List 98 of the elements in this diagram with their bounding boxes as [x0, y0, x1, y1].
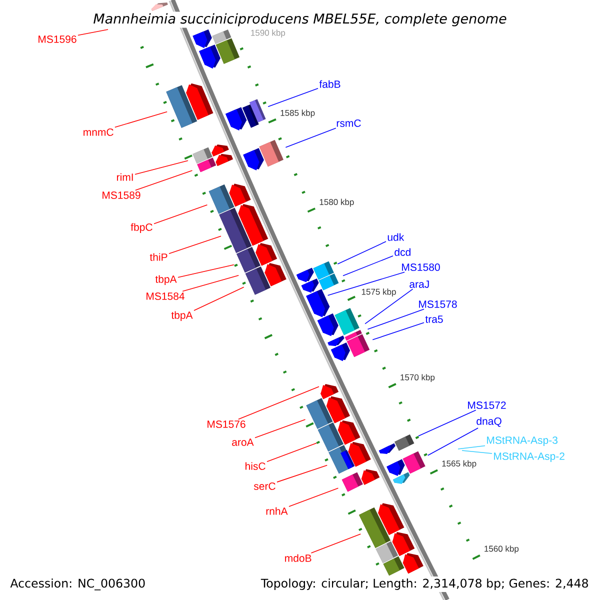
- leader-line: [288, 488, 339, 507]
- gene-block: [256, 243, 278, 266]
- leader-line: [427, 428, 478, 456]
- gene-block: [383, 556, 404, 576]
- gene-label: rsmC: [336, 119, 361, 127]
- gene-block: [229, 184, 251, 207]
- leader-line: [327, 272, 405, 296]
- leader-line: [182, 275, 240, 292]
- gene-block: [192, 29, 212, 48]
- gene-block: [328, 336, 344, 346]
- gene-block: [342, 472, 363, 492]
- leader-line: [135, 170, 193, 191]
- gene-block: [226, 107, 247, 130]
- gene-label: aroA: [232, 438, 254, 446]
- gene-block: [259, 140, 284, 167]
- gene-label: MStRNA-Asp-3: [487, 436, 558, 446]
- gene-block: [296, 268, 314, 282]
- leader-line: [254, 419, 306, 438]
- leader-line: [178, 264, 234, 278]
- gene-block: [378, 503, 404, 535]
- scale-label: 1585 kbp: [280, 110, 315, 118]
- scale-label: 1580 kbp: [320, 198, 354, 207]
- gene-block: [216, 154, 234, 166]
- leader-line: [168, 236, 222, 254]
- gene-block: [186, 83, 214, 120]
- title: Mannheimia succiniciproducens MBEL55E, complete genome: [92, 12, 508, 28]
- leader-line: [462, 450, 492, 454]
- gene-block: [338, 420, 360, 445]
- gene-block: [320, 384, 339, 400]
- scale-label: 1560 kbp: [484, 545, 519, 554]
- gene-block: [386, 459, 405, 476]
- scale-label: 1575 kbp: [362, 288, 396, 296]
- leader-line: [114, 111, 168, 128]
- gene-label: MS1596: [38, 35, 76, 43]
- gene-label: fabB: [319, 80, 340, 88]
- info-text: Accession: NC_006300: [10, 578, 145, 590]
- gene-label: tra5: [425, 316, 443, 323]
- leader-line: [266, 442, 317, 462]
- leader-line: [78, 29, 108, 36]
- gene-label: fbpC: [130, 223, 152, 233]
- gene-block: [361, 469, 380, 485]
- leader-line: [310, 534, 362, 554]
- gene-label: rimI: [117, 173, 133, 181]
- gene-label: tbpA: [155, 275, 177, 285]
- gene-label: MS1589: [102, 191, 140, 199]
- leader-line: [342, 255, 394, 276]
- gene-label: MS1580: [402, 263, 440, 271]
- leader-line: [285, 128, 336, 148]
- gene-label: udk: [388, 233, 404, 241]
- gene-label: MS1584: [146, 292, 184, 300]
- gene-block: [238, 204, 268, 246]
- gene-block: [151, 2, 168, 12]
- gene-block: [402, 451, 426, 474]
- gene-block: [392, 472, 410, 484]
- leader-line: [134, 160, 188, 175]
- gene-block: [392, 532, 415, 556]
- gene-block: [394, 434, 414, 451]
- gene-label: tbpA: [171, 311, 193, 321]
- gene-block: [348, 442, 371, 467]
- gene-label: hisC: [246, 462, 266, 470]
- scale-label: 1590 kbp: [251, 30, 286, 38]
- scale-label: 1570 kbp: [400, 374, 435, 382]
- leader-line: [337, 241, 386, 264]
- gene-block: [301, 278, 319, 293]
- gene-block: [264, 263, 286, 286]
- gene-block: [197, 158, 216, 172]
- gene-label: serC: [254, 482, 276, 490]
- leader-line: [268, 88, 318, 108]
- gene-block: [216, 38, 240, 64]
- scale-label: 1565 kbp: [442, 460, 476, 468]
- gene-block: [318, 274, 339, 290]
- gene-block: [378, 443, 396, 454]
- leader-line: [364, 288, 414, 324]
- gene-label: mdoB: [285, 554, 312, 562]
- gene-label: thiP: [150, 253, 168, 261]
- leader-line: [154, 204, 208, 224]
- gene-label: MS1572: [468, 401, 506, 409]
- leader-line: [458, 445, 486, 450]
- gene-block: [249, 99, 266, 122]
- gene-block: [334, 308, 360, 336]
- leader-line: [238, 386, 320, 420]
- leader-line: [367, 308, 424, 330]
- gene-block: [199, 44, 220, 69]
- gene-label: dcd: [394, 248, 410, 256]
- gene-label: MS1576: [208, 420, 246, 428]
- gene-block: [243, 148, 264, 170]
- gene-label: MStRNA-Asp-2: [494, 452, 564, 462]
- gene-label: araJ: [410, 280, 429, 288]
- gene-label: rnhA: [266, 507, 288, 515]
- gene-label: dnaQ: [476, 417, 502, 427]
- leader-line: [194, 286, 244, 311]
- leader-line: [372, 322, 424, 340]
- leader-line: [276, 464, 328, 482]
- gene-label: mnmC: [84, 128, 114, 136]
- gene-label: MS1578: [419, 300, 457, 308]
- info-text: Topology: circular; Length: 2,314,078 bp; Genes: 2,448: [258, 576, 591, 592]
- gene-block: [402, 553, 424, 574]
- leader-line: [418, 410, 476, 436]
